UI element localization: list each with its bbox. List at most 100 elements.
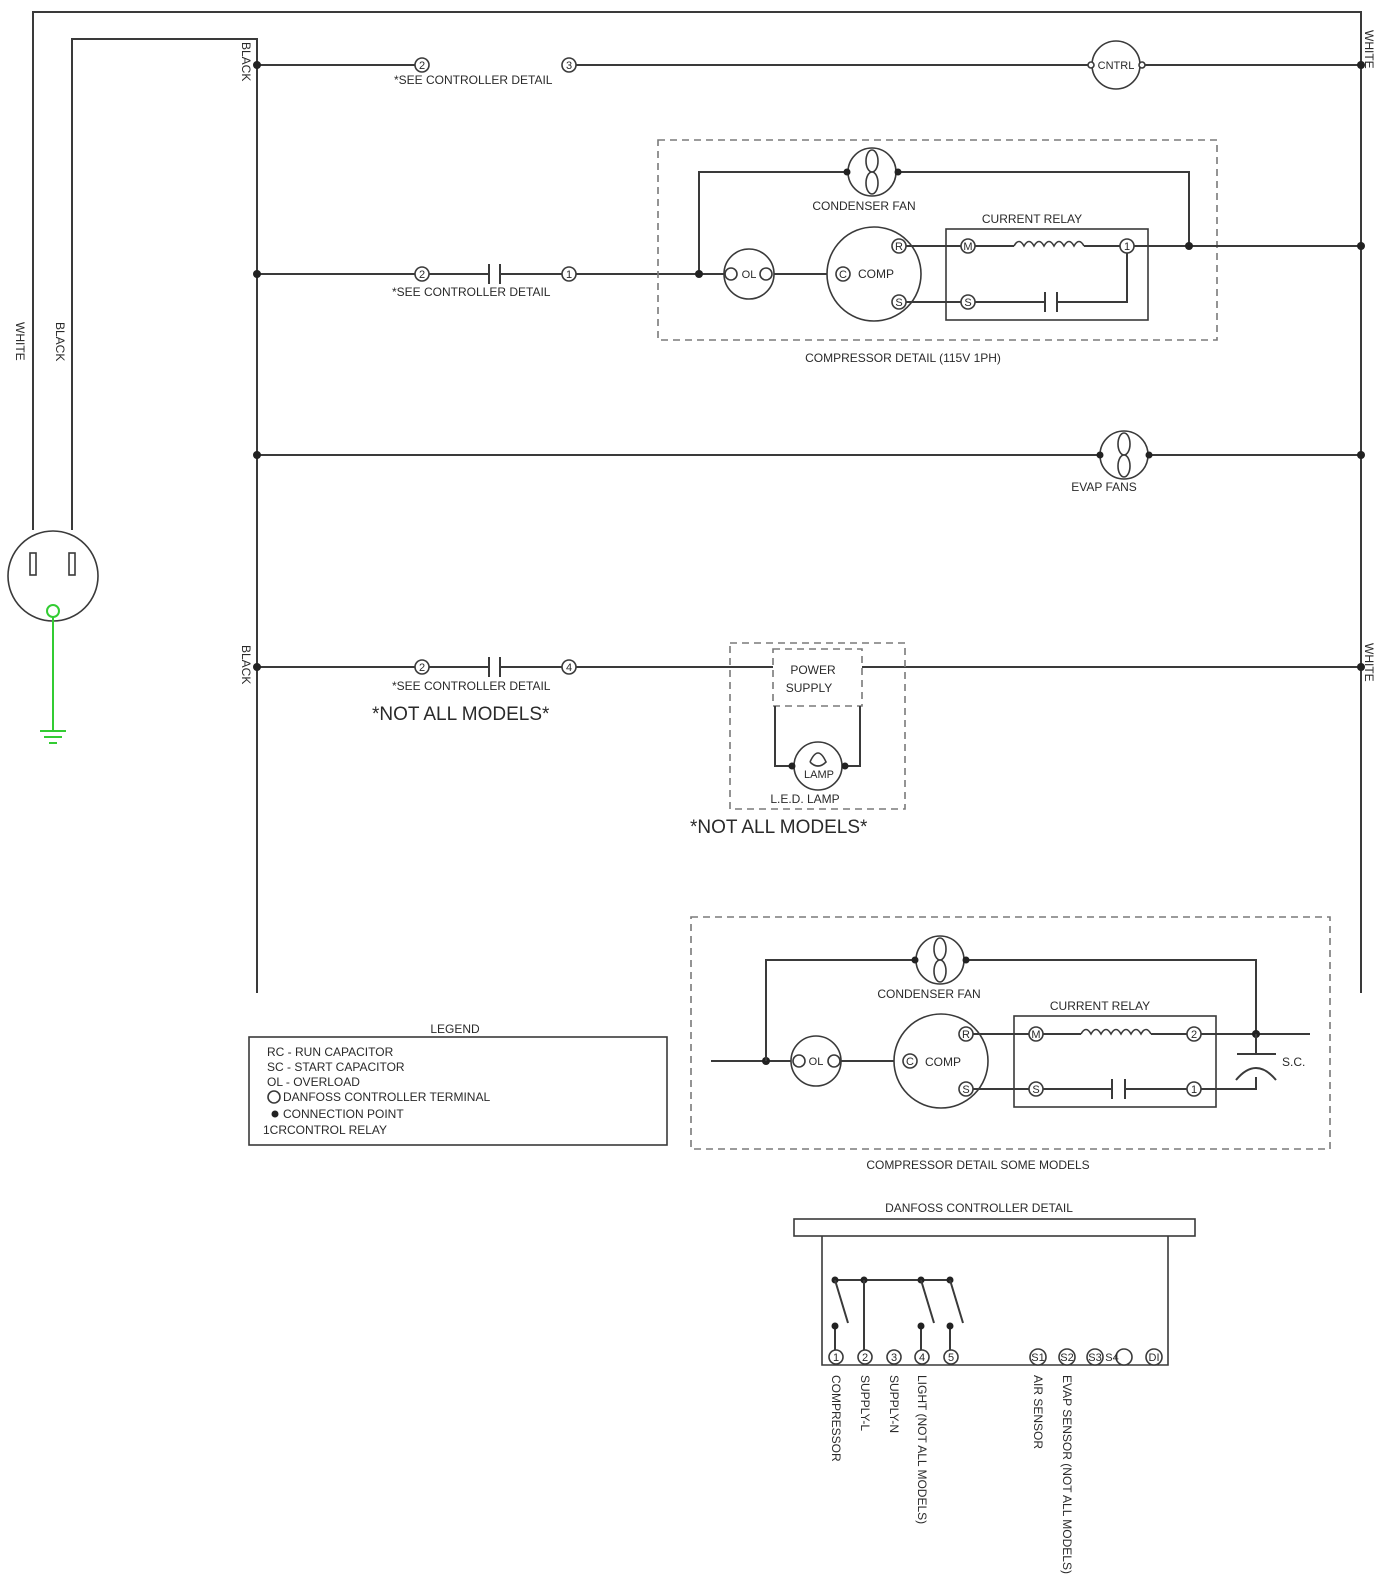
not-all-models-note-1: *NOT ALL MODELS* [372,704,550,725]
terminal-2-rung2: 2 [419,269,425,281]
svg-text:S: S [1032,1084,1039,1096]
svg-text:S: S [895,297,902,309]
svg-text:1: 1 [1191,1084,1197,1096]
see-controller-note-2: *SEE CONTROLLER DETAIL [392,285,551,299]
svg-text:C: C [906,1056,914,1068]
terminal-4-rung4: 4 [566,662,572,674]
svg-text:M: M [1031,1029,1040,1041]
danfoss-terminal: DI [1149,1352,1160,1364]
relay-coil-2 [1080,1028,1152,1036]
svg-text:S: S [962,1084,969,1096]
svg-text:M: M [963,241,972,253]
svg-text:R: R [895,241,903,253]
current-relay-label: CURRENT RELAY [982,212,1082,226]
danfoss-label-evap-sensor: EVAP SENSOR (NOT ALL MODELS) [1060,1375,1074,1574]
danfoss-label-air-sensor: AIR SENSOR [1031,1375,1045,1449]
plug-prong-white [29,552,37,576]
danfoss-terminal: 2 [862,1352,868,1364]
rung-evap-fans: EVAP FANS [253,430,1365,494]
connection-point-symbol [271,1110,279,1118]
legend-item: CONNECTION POINT [283,1107,404,1121]
svg-text:LAMP: LAMP [804,769,834,781]
compressor-detail-title: COMPRESSOR DETAIL (115V 1PH) [805,351,1001,365]
danfoss-terminal: S1 [1031,1352,1044,1364]
bus-white-label-mid: WHITE [1362,643,1376,682]
bus-white-label-top: WHITE [1362,30,1376,69]
not-all-models-note-2: *NOT ALL MODELS* [690,817,868,838]
danfoss-terminal: 4 [919,1352,925,1364]
terminal-1-rung2: 1 [566,269,572,281]
danfoss-terminal: S4 [1105,1352,1118,1364]
legend-item: DANFOSS CONTROLLER TERMINAL [283,1090,490,1104]
bus-black-label-mid: BLACK [239,645,253,684]
cntrl-label: CNTRL [1098,60,1135,72]
terminal-symbol [267,1090,281,1104]
legend-item: RC - RUN CAPACITOR [267,1045,394,1059]
svg-text:COMP: COMP [858,267,894,281]
outlet-plug [7,530,99,622]
evap-fans-label: EVAP FANS [1071,480,1137,494]
current-relay-box-2 [1013,1015,1217,1108]
terminal-2-rung4: 2 [419,662,425,674]
compressor-symbol: C COMP R S [826,226,922,322]
compressor-detail-box [657,139,1218,341]
start-capacitor-symbol [1235,1034,1277,1081]
terminal-3-rung1: 3 [566,60,572,72]
danfoss-label-compressor: COMPRESSOR [829,1375,843,1462]
power-cord: WHITE BLACK BLACK BLACK WHITE WHITE [7,11,1376,993]
danfoss-label-supply-n: SUPPLY-N [887,1375,901,1433]
svg-text:R: R [962,1029,970,1041]
bus-black-label-top: BLACK [239,42,253,81]
svg-text:OL: OL [742,269,757,281]
see-controller-note-1: *SEE CONTROLLER DETAIL [394,73,553,87]
danfoss-label-supply-l: SUPPLY-L [858,1375,872,1431]
danfoss-terminal: S3 [1088,1352,1101,1364]
danfoss-terminal: 3 [891,1352,897,1364]
rung-compressor: 2 1 *SEE CONTROLLER DETAIL CONDENSER FAN… [253,139,1365,365]
relay-coil [1013,240,1085,248]
legend: LEGEND RC - RUN CAPACITOR SC - START CAP… [248,1022,668,1146]
condenser-fan-label-2: CONDENSER FAN [877,987,980,1001]
svg-text:COMP: COMP [925,1055,961,1069]
rung-controller: 2 3 *SEE CONTROLLER DETAIL CNTRL [253,40,1365,90]
led-lamp-box [729,642,906,810]
overload-symbol: OL [723,248,775,300]
cord-white-label: WHITE [13,322,27,361]
power-supply-box [772,648,863,707]
terminal-2-rung1: 2 [419,60,425,72]
compressor-symbol-2: C COMP R S [893,1013,989,1109]
condenser-fan-symbol-2 [911,935,970,985]
svg-text:1: 1 [1124,241,1130,253]
ground-symbol [40,604,66,744]
svg-text:2: 2 [1191,1029,1197,1041]
led-lamp-label: L.E.D. LAMP [770,792,839,806]
power-supply-label-2: SUPPLY [786,681,832,695]
danfoss-terminal: 5 [948,1352,954,1364]
rung-led-lamp: 2 4 *SEE CONTROLLER DETAIL *NOT ALL MODE… [253,642,1365,838]
danfoss-controller-detail: DANFOSS CONTROLLER DETAIL 1 2 3 4 5 S1 S… [793,1201,1196,1574]
condenser-fan-label: CONDENSER FAN [812,199,915,213]
see-controller-note-3: *SEE CONTROLLER DETAIL [392,679,551,693]
evap-fan-symbol [1096,430,1153,480]
current-relay-label-2: CURRENT RELAY [1050,999,1150,1013]
danfoss-terminal: S2 [1060,1352,1073,1364]
lamp-symbol: LAMP [788,741,849,791]
danfoss-terminal: 1 [833,1352,839,1364]
legend-item: 1CRCONTROL RELAY [263,1123,387,1137]
svg-text:C: C [839,269,847,281]
cord-black-label: BLACK [53,322,67,361]
condenser-fan-symbol [843,147,902,197]
compressor-detail-some-models: CONDENSER FAN OL C COMP R S CURRENT RELA… [690,916,1331,1172]
overload-symbol-2: OL [790,1035,842,1087]
svg-text:OL: OL [809,1056,824,1068]
danfoss-label-light: LIGHT (NOT ALL MODELS) [915,1375,929,1524]
svg-text:S: S [964,297,971,309]
legend-title: LEGEND [430,1022,480,1036]
legend-item: SC - START CAPACITOR [267,1060,405,1074]
danfoss-title: DANFOSS CONTROLLER DETAIL [885,1201,1073,1215]
legend-item: OL - OVERLOAD [267,1075,360,1089]
current-relay-box [945,228,1149,321]
power-supply-label-1: POWER [790,663,836,677]
plug-prong-black [68,552,76,576]
